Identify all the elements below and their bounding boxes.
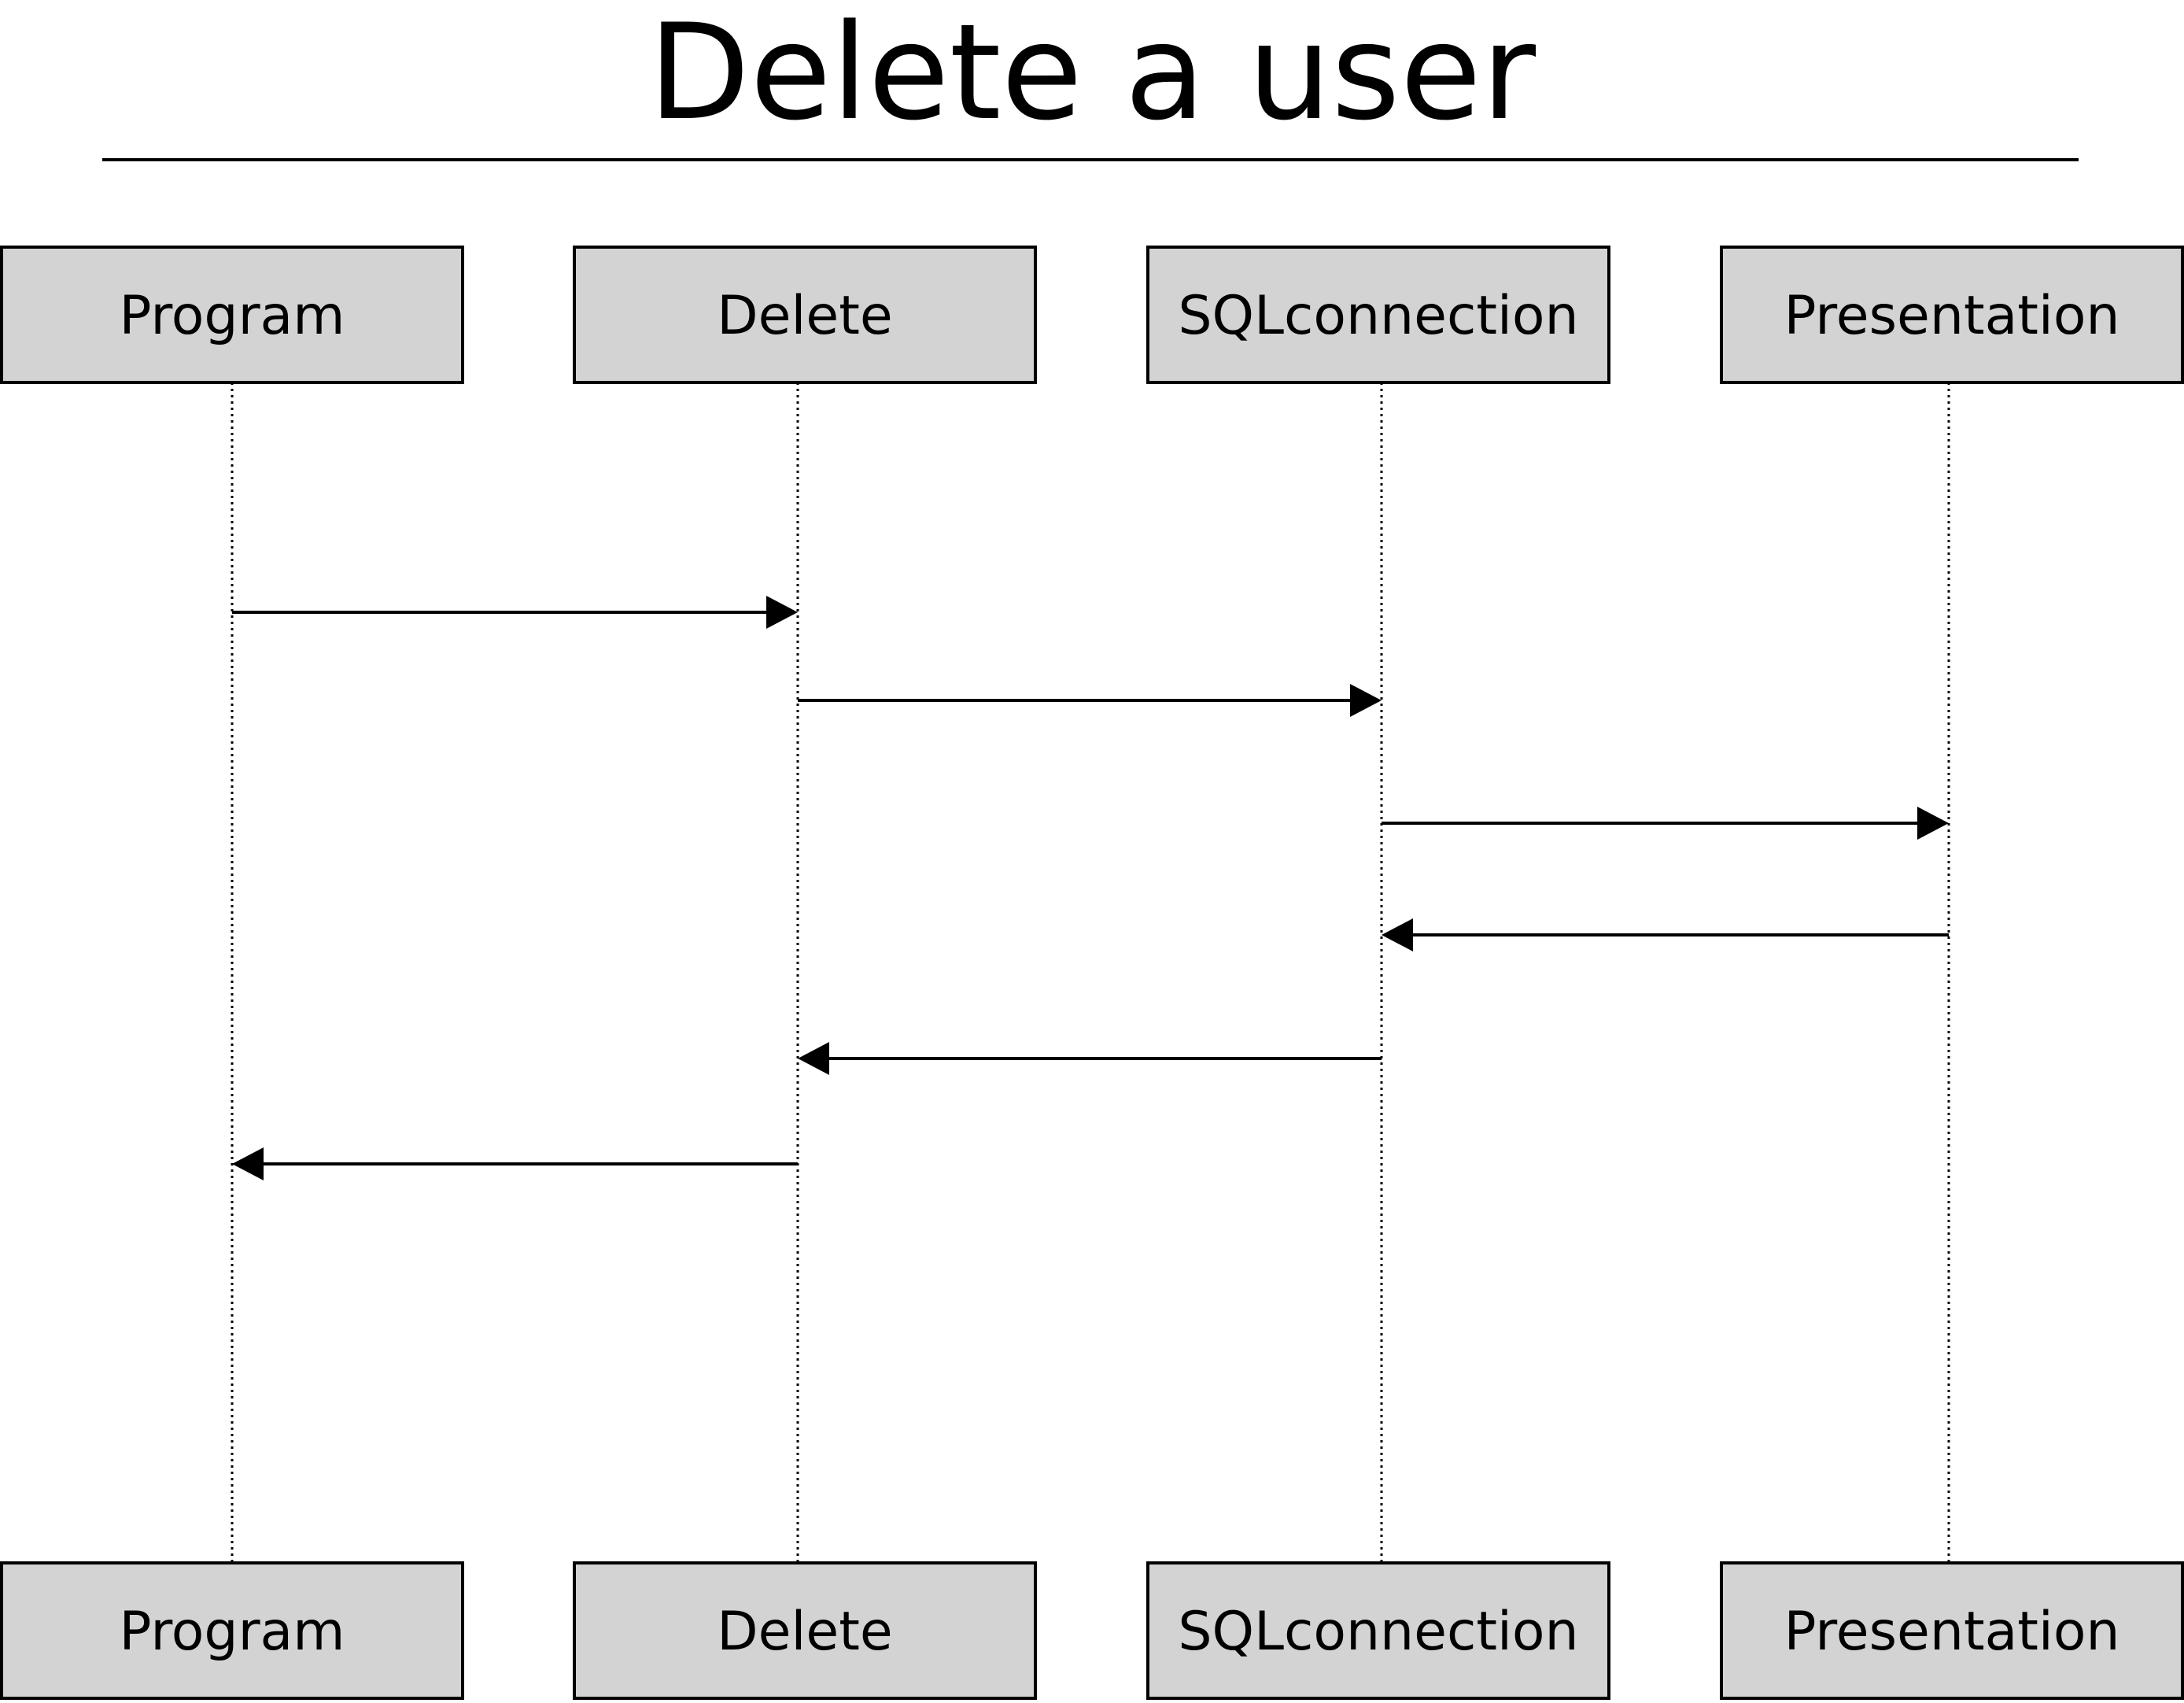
participant-box	[0, 1561, 464, 1700]
participant-label: Presentation	[1784, 1601, 2119, 1663]
participant-label: Presentation	[1784, 285, 2119, 347]
participant-label: Delete	[717, 285, 892, 347]
arrowhead-icon	[766, 596, 798, 629]
messages-group	[232, 596, 1949, 1180]
participant-box	[573, 1561, 1037, 1700]
participant-header-sqlconnection: SQLconnection	[1146, 246, 1610, 384]
participant-label: SQLconnection	[1178, 285, 1578, 347]
arrowhead-icon	[798, 1042, 829, 1075]
participant-footer-program: Program	[0, 1561, 464, 1700]
lifelines-group	[231, 382, 1950, 1563]
participant-footer-sqlconnection: SQLconnection	[1146, 1561, 1610, 1700]
message-arrow-sqlconnection-to-delete	[798, 1042, 1382, 1075]
participant-footer-presentation: Presentation	[1720, 1561, 2184, 1700]
participant-box	[573, 246, 1037, 384]
participant-headers: Program Delete SQLconnection Presentation	[0, 246, 2184, 384]
arrowhead-icon	[1350, 684, 1382, 717]
participant-footer-delete: Delete	[573, 1561, 1037, 1700]
diagram-title: Delete a user	[648, 0, 1537, 150]
participant-label: Delete	[717, 1601, 892, 1663]
message-arrow-sqlconnection-to-presentation	[1382, 807, 1949, 840]
participant-box	[1720, 1561, 2184, 1700]
arrowhead-icon	[232, 1147, 264, 1180]
participant-box	[1720, 246, 2184, 384]
arrowhead-icon	[1382, 918, 1413, 951]
participant-box	[1146, 246, 1610, 384]
participant-label: Program	[120, 285, 345, 347]
message-arrow-delete-to-sqlconnection	[798, 684, 1382, 717]
participant-header-program: Program	[0, 246, 464, 384]
arrowhead-icon	[1917, 807, 1949, 840]
message-arrow-program-to-delete	[232, 596, 798, 629]
participant-box	[1146, 1561, 1610, 1700]
participant-label: Program	[120, 1601, 345, 1663]
participant-label: SQLconnection	[1178, 1601, 1578, 1663]
participant-footers: Program Delete SQLconnection Presentation	[0, 1561, 2184, 1700]
participant-header-presentation: Presentation	[1720, 246, 2184, 384]
message-arrow-presentation-to-sqlconnection	[1382, 918, 1949, 951]
participant-header-delete: Delete	[573, 246, 1037, 384]
message-arrow-delete-to-program	[232, 1147, 798, 1180]
participant-box	[0, 246, 464, 384]
